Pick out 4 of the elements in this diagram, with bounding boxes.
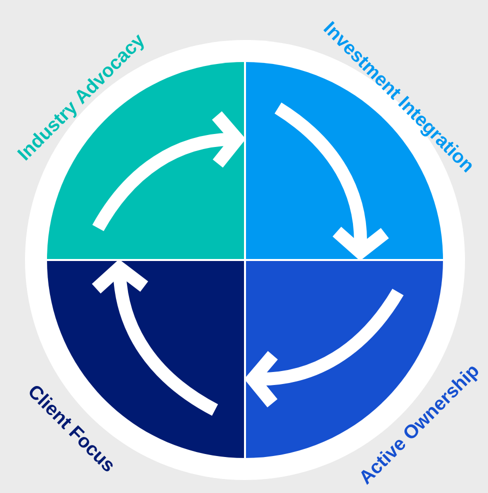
curved-arrow: [92, 259, 218, 416]
curved-arrow: [244, 288, 404, 408]
curved-arrow: [274, 102, 389, 261]
curved-arrow: [92, 111, 246, 232]
